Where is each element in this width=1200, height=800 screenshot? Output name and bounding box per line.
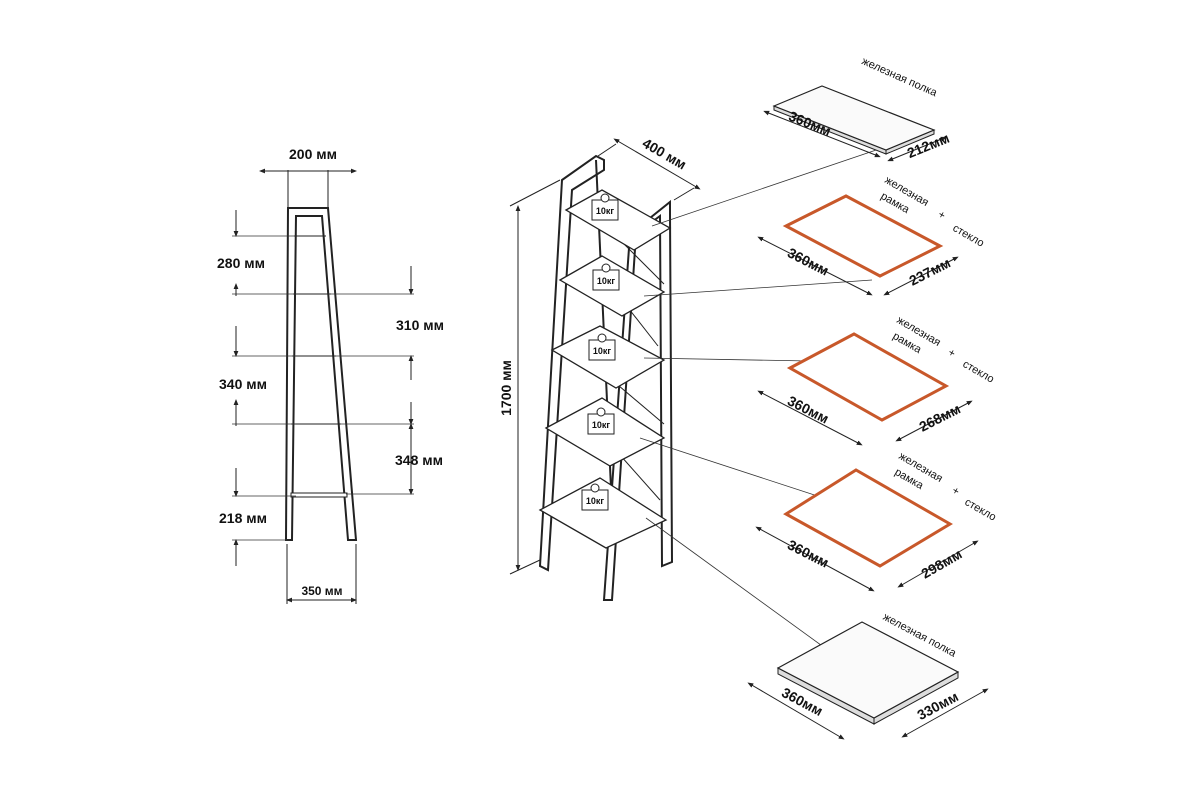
weight-icon: 10кг (591, 193, 619, 221)
plate-4-label-c: + (950, 485, 962, 499)
side-gap-4-label: 348 мм (395, 452, 443, 468)
side-view: 200 мм 280 мм 310 мм (217, 146, 444, 604)
plate-2-label-d: стекло (951, 222, 987, 249)
side-shelf-5 (290, 492, 348, 498)
plate-3-label-d: стекло (961, 358, 997, 385)
plate-2-length: 360мм (785, 244, 832, 278)
plate-4-width: 298мм (918, 546, 964, 582)
svg-text:10кг: 10кг (586, 496, 605, 506)
iso-depth-label: 400 мм (640, 135, 690, 173)
plate-2: 360мм 237мм железная рамка + стекло (757, 174, 987, 296)
side-gap-5-label: 218 мм (219, 510, 267, 526)
svg-text:10кг: 10кг (596, 206, 615, 216)
plate-2-label-c: + (936, 209, 948, 223)
iso-height-label: 1700 мм (498, 360, 514, 416)
side-bottom-width-label: 350 мм (301, 584, 342, 598)
side-frame (284, 207, 358, 541)
plate-3-width: 268мм (916, 400, 963, 434)
side-gap-1-label: 280 мм (217, 255, 265, 271)
weight-icon: 10кг (592, 263, 620, 291)
weight-icon: 10кг (581, 483, 609, 511)
plate-3: 360мм 268мм железная рамка + стекло (757, 314, 997, 446)
plate-3-length: 360мм (785, 392, 832, 426)
svg-text:10кг: 10кг (592, 420, 611, 430)
plate-3-label-c: + (946, 347, 958, 361)
iso-depth-arrow (613, 138, 701, 190)
side-gap-2-label: 310 мм (396, 317, 444, 333)
iso-back-rail (538, 154, 605, 572)
plate-4: 360мм 298мм железная рамка + стекло (755, 450, 999, 592)
weight-icon: 10кг (588, 333, 616, 361)
leader-lines (639, 145, 889, 657)
side-gap-3-label: 340 мм (219, 376, 267, 392)
iso-view: 1700 мм 400 мм 10кг 10кг (498, 135, 701, 601)
plate-1-label: железная полка (860, 55, 940, 99)
side-top-width-label: 200 мм (289, 146, 337, 162)
svg-text:10кг: 10кг (593, 346, 612, 356)
iso-shelf-5 (538, 477, 668, 549)
plate-4-length: 360мм (785, 536, 832, 570)
plate-5: 360мм 330мм железная полка (747, 611, 989, 740)
svg-text:10кг: 10кг (597, 276, 616, 286)
plate-1: 360мм 212мм железная полка (763, 55, 952, 162)
plate-4-label-d: стекло (963, 496, 999, 523)
iso-front-rail (602, 199, 674, 601)
weight-icon: 10кг (587, 407, 615, 435)
